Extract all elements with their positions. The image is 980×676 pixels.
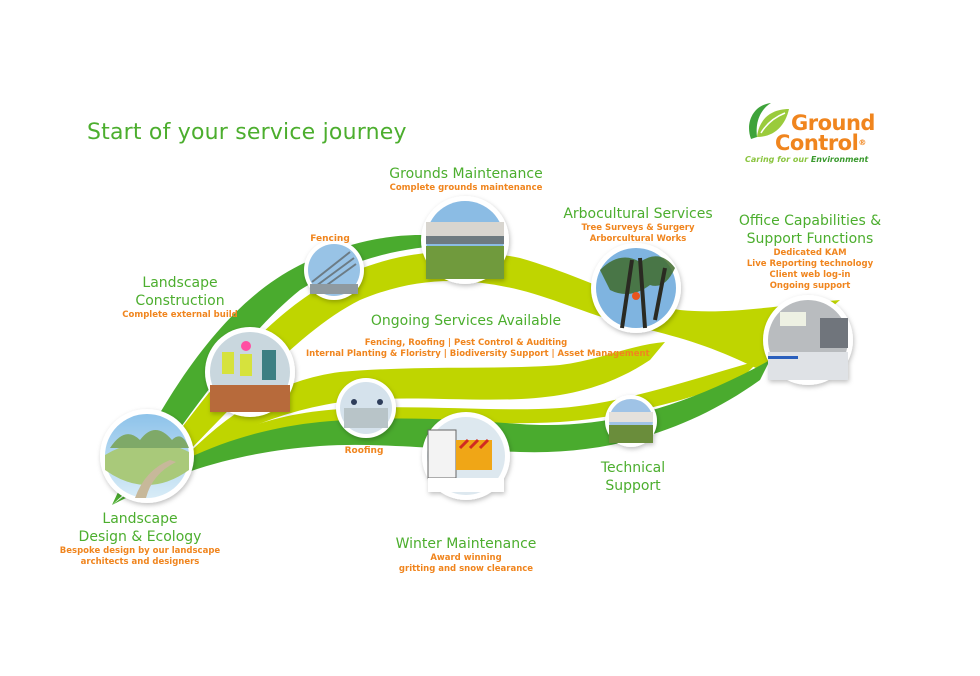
stage-subtitle: Internal Planting & Floristry | Biodiver… [306,349,650,359]
stage-technical: Technical Support [583,459,683,495]
photo-technical [605,395,657,447]
stage-subtitle: Complete external build [122,310,238,320]
ribbon-lower-light [180,342,665,462]
leaf-swirl-icon [749,103,789,139]
stage-arbocultural: Arbocultural Services Tree Surveys & Sur… [548,205,728,245]
stage-subtitle: Dedicated KAM [773,248,847,258]
stage-title: Support Functions [746,231,874,247]
logo-tagline: Caring for our Environment [745,155,868,164]
page-title: Start of your service journey [87,120,407,145]
stage-title: Landscape [102,511,178,527]
stage-winter: Winter Maintenance Award winning grittin… [381,535,551,575]
ground-control-logo: Ground Control® Caring for our Environme… [745,97,885,167]
stage-subtitle: Award winning [430,553,502,563]
photo-office [763,295,853,385]
stage-title: Winter Maintenance [395,536,537,552]
stage-title: Office Capabilities & [738,213,882,229]
stage-subtitle: gritting and snow clearance [398,564,534,574]
stage-subtitle: Bespoke design by our landscape [59,546,221,556]
stage-landscape-design: Landscape Design & Ecology Bespoke desig… [55,510,225,568]
photo-construction [205,327,295,417]
photo-landscape-design [100,409,194,503]
stage-ongoing: Ongoing Services Available Fencing, Roof… [306,312,650,360]
ribbon-lower-light-b [190,360,760,462]
ribbon-upper-light [150,251,840,470]
stage-subtitle: Complete grounds maintenance [389,183,543,193]
label-roofing: Roofing [344,446,384,456]
stage-subtitle: Tree Surveys & Surgery [581,223,695,233]
stage-subtitle: Ongoing support [769,281,851,291]
stage-subtitle: architects and designers [80,557,200,567]
logo-registered-mark: ® [858,138,866,147]
stage-title: Technical [600,460,666,476]
stage-subtitle: Live Reporting technology [746,259,874,269]
stage-subtitle: Fencing, Roofing | Pest Control & Auditi… [364,338,568,348]
stage-grounds-maintenance: Grounds Maintenance Complete grounds mai… [366,165,566,194]
stage-office: Office Capabilities & Support Functions … [720,212,900,292]
photo-roofing [336,378,396,438]
stage-title: Construction [135,293,225,309]
logo-word-control: Control® [775,131,866,155]
stage-title: Arbocultural Services [563,206,713,222]
photo-grounds-maintenance [421,196,509,284]
stage-title: Design & Ecology [78,529,202,545]
logo-word-ground: Ground [791,111,875,135]
stage-title: Ongoing Services Available [370,313,562,329]
photo-fencing [304,240,364,300]
stage-title: Landscape [142,275,218,291]
ribbon-upper-dark [112,235,450,505]
photo-arbocultural [591,243,681,333]
label-fencing: Fencing [310,234,350,244]
photo-winter [422,412,510,500]
stage-landscape-construction: Landscape Construction Complete external… [110,274,250,321]
stage-title: Support [605,478,661,494]
tagline-prefix: Caring for our [745,155,809,164]
stage-subtitle: Arborcultural Works [589,234,687,244]
stage-title: Grounds Maintenance [389,166,543,182]
stage-subtitle: Client web log-in [769,270,851,280]
logo-control-text: Control [775,131,859,155]
tagline-emphasis: Environment [810,155,869,164]
